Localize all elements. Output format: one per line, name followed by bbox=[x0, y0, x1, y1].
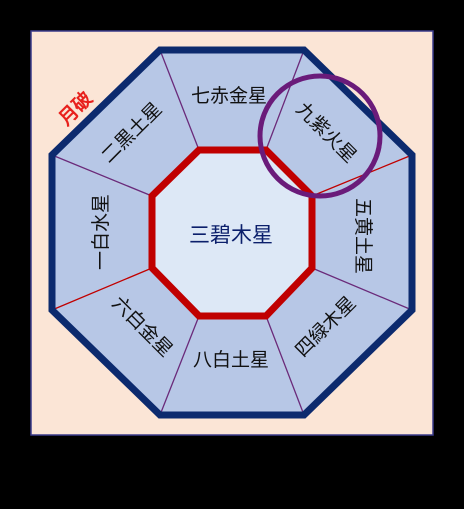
sector-w-fill bbox=[52, 155, 231, 310]
sector-s-fill bbox=[160, 233, 304, 415]
sector-e-fill bbox=[231, 155, 412, 310]
center-octagon bbox=[148, 146, 316, 320]
divider-s-left bbox=[159, 315, 200, 416]
sector-e-label: 五黄土星 bbox=[352, 198, 374, 274]
sector-n-label: 七赤金星 bbox=[191, 85, 267, 107]
divider-n-left bbox=[159, 49, 200, 151]
highlight-circle bbox=[257, 73, 383, 199]
divider-nw bbox=[51, 154, 153, 197]
sector-n-fill bbox=[160, 50, 304, 233]
divider-s-right bbox=[265, 315, 305, 416]
divider-se bbox=[311, 267, 413, 311]
center-star-label: 三碧木星 bbox=[189, 223, 273, 247]
divider-sw bbox=[51, 267, 153, 311]
outer-octagon bbox=[48, 46, 416, 419]
divider-n-right bbox=[265, 49, 305, 151]
sector-w-label: 一白水星 bbox=[90, 194, 112, 270]
sector-s-label: 八白土星 bbox=[193, 349, 269, 371]
